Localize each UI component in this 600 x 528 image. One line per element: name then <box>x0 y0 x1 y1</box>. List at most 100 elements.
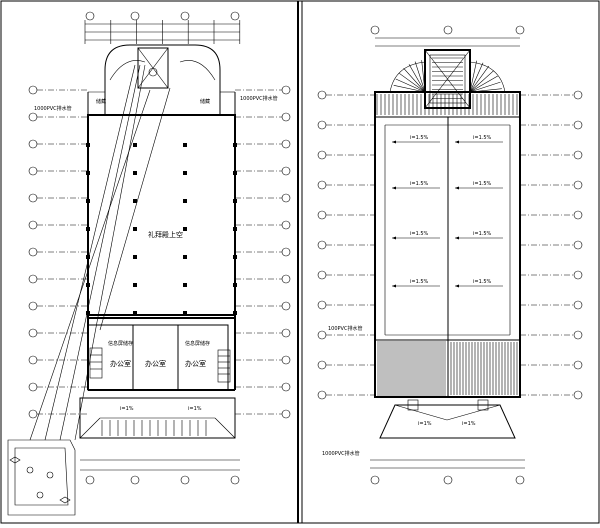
axis-bubble <box>230 11 240 21</box>
axis-bubble <box>28 220 38 230</box>
column <box>233 283 237 287</box>
axis-bubble <box>281 328 291 338</box>
stair-tread <box>469 62 484 93</box>
axis-bubble <box>230 475 240 485</box>
axis-bubble <box>28 409 38 419</box>
slope-arrowhead <box>455 140 459 144</box>
column <box>133 311 137 315</box>
axis-bubble <box>370 25 380 35</box>
office-block <box>87 324 229 391</box>
axis-bubble <box>317 270 327 280</box>
room-label-office-3: 办公室 <box>185 359 206 368</box>
room-label-service-1: 信息屏储存 <box>108 340 133 347</box>
room-label-office-1: 办公室 <box>110 359 131 368</box>
axis-bubble <box>281 247 291 257</box>
column <box>86 283 90 287</box>
column <box>133 227 137 231</box>
axis-bubble <box>28 112 38 122</box>
axis-bubble <box>281 274 291 284</box>
axis-bubble <box>573 120 583 130</box>
axis-bubble <box>317 150 327 160</box>
axis-bubble <box>180 11 190 21</box>
slope-arrowhead <box>392 186 396 190</box>
axis-bubble <box>281 220 291 230</box>
axis-bubble <box>28 247 38 257</box>
axis-bubble <box>573 180 583 190</box>
axis-bubble <box>85 475 95 485</box>
axis-bubble <box>28 328 38 338</box>
slope-arrowhead <box>455 236 459 240</box>
room-label-office-2: 办公室 <box>145 359 166 368</box>
side-note-left: 1000PVC排水管 <box>34 105 72 112</box>
slope-label-2: i=1% <box>188 406 202 412</box>
column <box>233 171 237 175</box>
slope-label: i=1.5% <box>473 135 492 141</box>
column <box>183 227 187 231</box>
axis-bubble <box>317 90 327 100</box>
slope-label: i=1.5% <box>473 279 492 285</box>
slope-label: i=1.5% <box>473 231 492 237</box>
column <box>183 143 187 147</box>
axis-bubble <box>281 382 291 392</box>
room-label-service-2: 信息屏储存 <box>185 340 210 347</box>
axis-bubble <box>281 193 291 203</box>
column <box>183 171 187 175</box>
axis-bubble <box>443 475 453 485</box>
slope-arrowhead <box>392 236 396 240</box>
stair-tread <box>395 78 426 93</box>
axis-bubble <box>281 301 291 311</box>
stair-tread <box>421 60 426 93</box>
column <box>86 255 90 259</box>
column <box>183 311 187 315</box>
slope-label: i=1.5% <box>410 181 429 187</box>
slope-label: i=1.5% <box>410 135 429 141</box>
stair-tread <box>469 65 490 93</box>
left-floor-plan: 储藏 储藏 礼拜殿上空 信息屏储存 信息屏储存 办公室 办公室 办公室 <box>7 11 291 516</box>
column <box>86 199 90 203</box>
axis-bubble <box>281 112 291 122</box>
axis-bubble <box>28 166 38 176</box>
axis-bubble <box>130 11 140 21</box>
axis-bubble <box>573 300 583 310</box>
stair-tread <box>414 61 426 93</box>
column <box>233 227 237 231</box>
axis-bubble <box>28 355 38 365</box>
axis-bubble <box>28 301 38 311</box>
slope-arrowhead <box>392 140 396 144</box>
axis-bubble <box>317 180 327 190</box>
axis-bubble <box>28 139 38 149</box>
axis-bubble <box>130 475 140 485</box>
stair-tread <box>403 68 426 93</box>
note-pvc: 100PVC排水管 <box>328 325 362 332</box>
axis-bubble <box>317 360 327 370</box>
axis-bubble <box>28 382 38 392</box>
porch-roof <box>379 404 516 439</box>
column <box>183 283 187 287</box>
axis-bubble <box>281 409 291 419</box>
axis-bubble <box>281 85 291 95</box>
axis-bubble <box>317 390 327 400</box>
column <box>233 199 237 203</box>
column <box>233 255 237 259</box>
slope-label: i=1.5% <box>410 231 429 237</box>
bottom-slope-2: i=1% <box>462 421 476 427</box>
axis-bubble <box>573 240 583 250</box>
stair-tread <box>398 72 426 93</box>
column <box>133 143 137 147</box>
axis-bubble <box>28 193 38 203</box>
slope-label: i=1.5% <box>410 279 429 285</box>
stair-tread <box>393 85 426 93</box>
axis-bubble <box>180 475 190 485</box>
stair <box>217 349 231 383</box>
bottom-slope-1: i=1% <box>418 421 432 427</box>
column <box>133 199 137 203</box>
room-label-corridor-left: 储藏 <box>96 98 106 105</box>
minaret-base <box>137 47 169 89</box>
stair-tread <box>469 70 494 93</box>
axis-bubble <box>443 25 453 35</box>
site-plan-inset <box>7 439 76 516</box>
column <box>233 311 237 315</box>
axis-bubble <box>573 150 583 160</box>
